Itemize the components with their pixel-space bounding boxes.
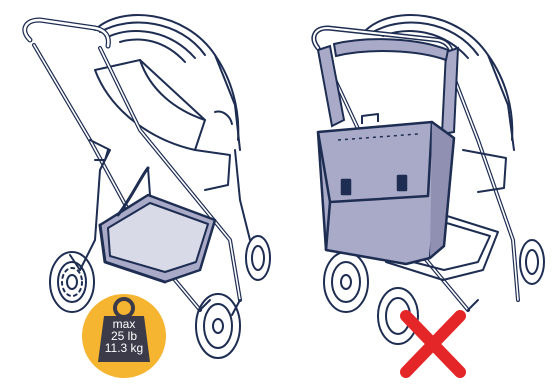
weight-kg-label: 11.3 kg [94,342,154,354]
front-right-wheel [196,294,240,358]
rear-left-wheel [50,252,94,312]
hanging-bag [318,114,454,264]
incorrect-usage-panel [278,0,556,384]
stroller-with-hanging-bag-illustration [278,0,556,384]
correct-usage-panel: max 25 lb 11.3 kg [0,0,278,384]
incorrect-cross-icon [406,316,460,372]
front-left-wheel [246,236,270,280]
weight-limit-label: max 25 lb 11.3 kg [94,318,154,354]
